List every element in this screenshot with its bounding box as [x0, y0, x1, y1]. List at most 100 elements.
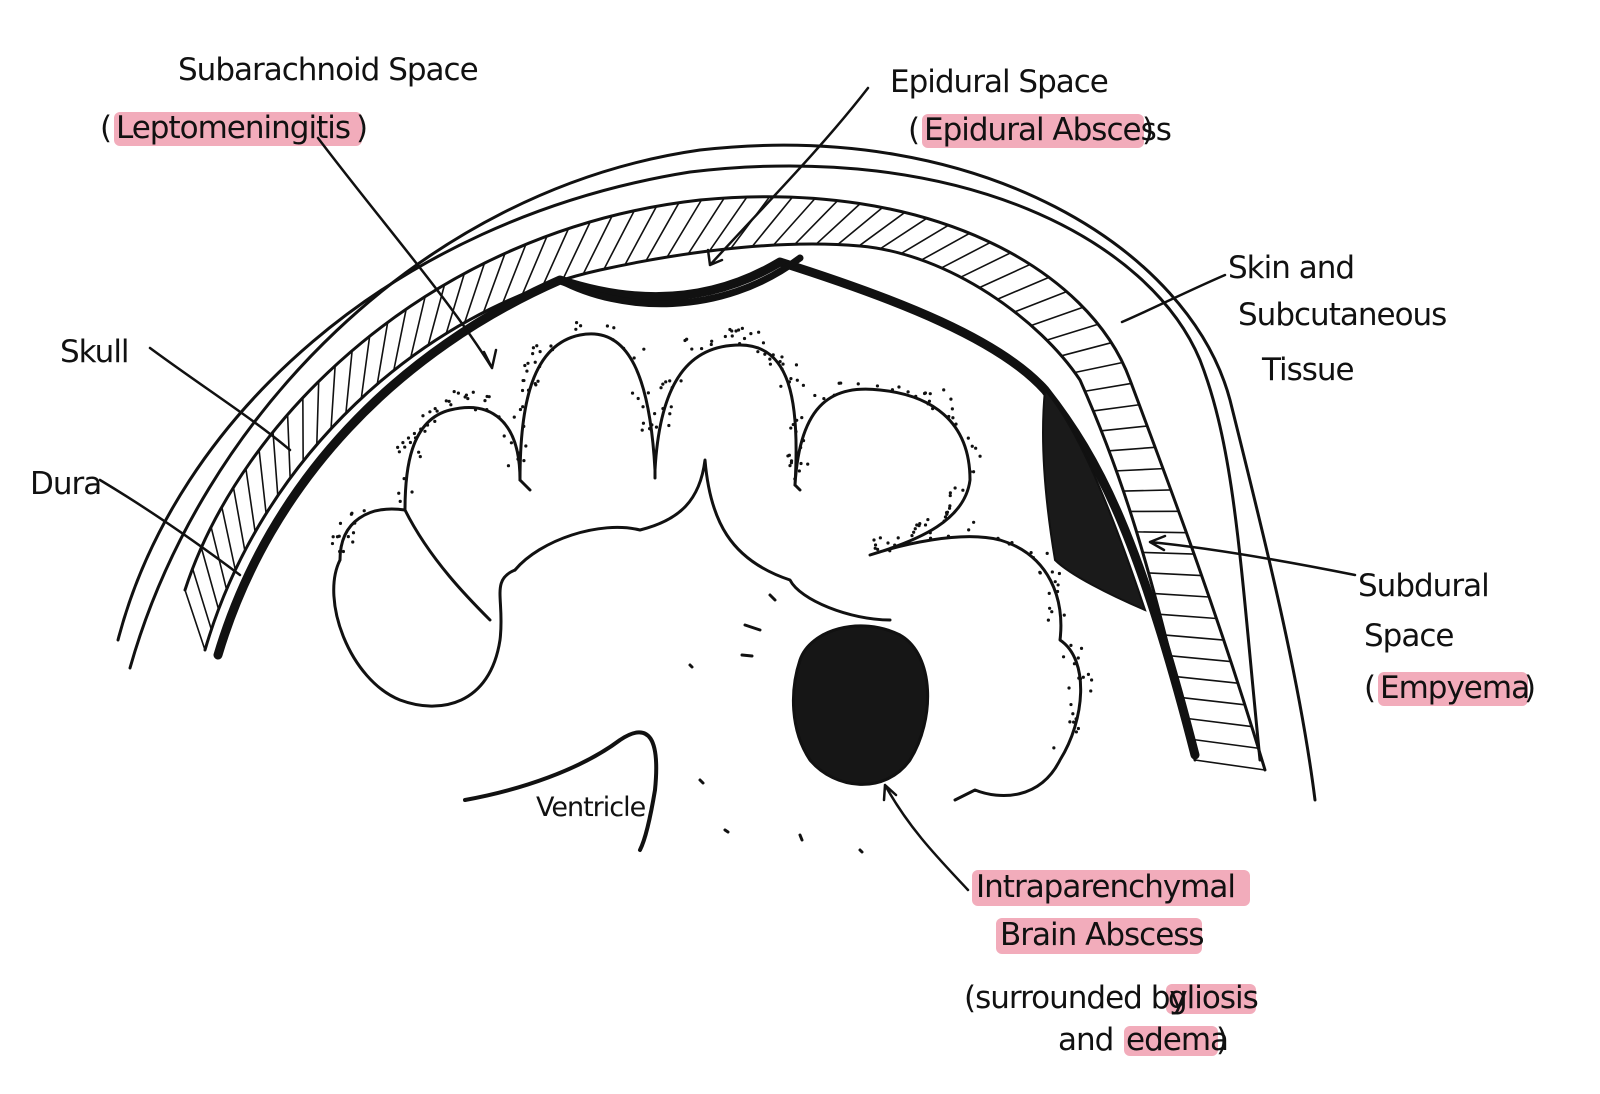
skull-hatch-line — [794, 199, 839, 246]
stipple-dot — [779, 384, 783, 388]
stipple-dot — [917, 524, 921, 528]
stipple-dot — [423, 429, 427, 433]
stipple-dot — [966, 436, 970, 440]
stipple-dot — [1072, 720, 1076, 724]
stipple-dot — [734, 329, 738, 333]
stipple-dot — [780, 367, 784, 371]
paren-close-2: ) — [1142, 112, 1153, 148]
stipple-dot — [1067, 686, 1071, 690]
stipple-dot — [896, 536, 900, 540]
skull-hatch-line — [1100, 425, 1149, 432]
stipple-dot — [549, 344, 553, 348]
subdural-empyema-shape — [1042, 387, 1147, 612]
leptomeningitis-highlight — [114, 112, 362, 146]
stipple-dot — [452, 389, 456, 394]
skull-hatch-line — [258, 449, 267, 515]
stipple-dot — [914, 394, 918, 398]
stipple-dot — [888, 549, 892, 553]
stipple-dot — [1077, 676, 1081, 680]
stipple-dot — [913, 527, 917, 531]
stipple-dot — [456, 391, 460, 395]
paren-close-4: ) — [1216, 1022, 1227, 1058]
skull-hatch-line — [1147, 572, 1203, 577]
label-gliosis: gliosis — [1168, 980, 1258, 1016]
empyema-highlight — [1378, 672, 1528, 706]
stipple-dot — [890, 388, 895, 392]
skull-hatch-line — [463, 262, 486, 324]
stipple-dot — [740, 326, 744, 330]
stipple-dot — [661, 382, 665, 386]
stipple-dot — [397, 450, 401, 454]
skull-hatch-line — [772, 197, 816, 246]
skull-hatch-line — [191, 567, 213, 631]
stipple-dot — [654, 425, 659, 429]
skull-hatch-line — [360, 335, 371, 400]
stipple-dot — [806, 462, 810, 466]
stipple-dot — [943, 515, 948, 519]
stipple-dot — [398, 499, 402, 504]
stipple-dot — [923, 391, 927, 395]
stipple-dot — [788, 463, 792, 468]
skull-hatch-line — [1073, 361, 1124, 374]
skull-hatch-line — [959, 252, 1012, 278]
stipple-dot — [949, 397, 953, 401]
stipple-dot — [967, 528, 971, 532]
skull-hatch-line — [1060, 341, 1113, 357]
stipple-dot — [433, 419, 437, 423]
stipple-dot — [612, 326, 616, 330]
epidural-pointer — [706, 86, 870, 267]
skull-hatch-line — [1115, 467, 1164, 472]
gliosis-highlight — [1166, 984, 1256, 1014]
skull-hatch-line — [330, 364, 336, 430]
label-subdural-line2: Space — [1364, 618, 1453, 654]
brain-abscess-highlight-2 — [996, 918, 1202, 954]
stipple-dot — [640, 428, 644, 432]
stipple-dot — [948, 491, 952, 495]
stipple-dot — [435, 409, 439, 413]
skull-hatch-line — [315, 380, 320, 446]
stipple-dot — [1069, 702, 1073, 707]
stipple-dot — [946, 534, 951, 538]
pointer-lines — [98, 86, 1357, 892]
stipple-dot — [605, 324, 609, 328]
stipple-dot — [1007, 542, 1011, 546]
stipple-dot — [968, 470, 972, 474]
stipple-dot — [397, 491, 401, 495]
stipple-dot — [771, 353, 775, 357]
stipple-dot — [574, 321, 579, 325]
stipple-dot — [630, 391, 635, 395]
label-surrounded-prefix: (surrounded by — [964, 980, 1187, 1016]
skull-hatch-line — [836, 206, 884, 246]
label-subarachnoid-space: Subarachnoid Space — [178, 52, 478, 88]
stipple-dot — [664, 380, 668, 384]
skull-hatch-line — [376, 321, 389, 385]
paren-open-1: ( — [100, 110, 111, 146]
skull-hatch-line — [1013, 290, 1068, 313]
paren-close-3: ) — [1524, 670, 1535, 706]
stipple-dot — [996, 536, 1000, 540]
stipple-dot — [464, 393, 469, 397]
skull-hatch-line — [1153, 592, 1210, 598]
stipple-dot — [789, 426, 793, 430]
stipple-dot — [341, 549, 346, 554]
skull-hatch-line — [666, 199, 703, 258]
skull-hatch-line — [286, 413, 291, 480]
stipple-dot — [641, 421, 646, 425]
stipple-dot — [736, 328, 741, 332]
stipple-dot — [948, 504, 952, 508]
stipple-dot — [410, 490, 414, 494]
stipple-dot — [931, 407, 935, 411]
subdural-pointer — [1148, 534, 1357, 577]
stipple-dot — [954, 422, 958, 426]
skull-hatch-line — [879, 217, 928, 250]
stipple-dot — [449, 403, 453, 407]
stipple-dot — [402, 477, 406, 481]
label-leptomeningitis: Leptomeningitis — [116, 110, 350, 146]
brain-abscess-highlight-1 — [972, 870, 1250, 906]
stipple-dot — [1050, 610, 1054, 614]
skull-hatch-line — [221, 506, 237, 571]
stipple-dot — [961, 488, 965, 492]
skull-hatch-line — [521, 235, 548, 296]
stipple-dot — [1079, 646, 1084, 650]
stipple-dot — [353, 521, 357, 525]
